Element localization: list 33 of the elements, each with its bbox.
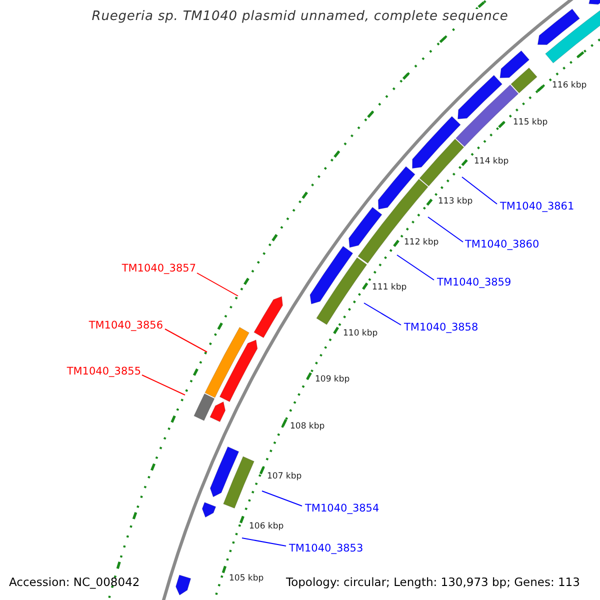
gene-label: TM1040_3854: [305, 502, 380, 516]
leader-line: [262, 490, 302, 506]
leader-line: [462, 176, 498, 204]
scale-label: 110 kbp: [343, 328, 378, 340]
gene-label: TM1040_3853: [289, 542, 364, 556]
leader-line: [164, 328, 208, 352]
scale-label: 115 kbp: [513, 118, 548, 128]
scale-label: 105 kbp: [229, 574, 264, 584]
scale-label: 108 kbp: [290, 422, 325, 432]
leader-line: [142, 374, 186, 396]
gene-label: TM1040_3859: [437, 276, 512, 290]
scale-label: 106 kbp: [249, 522, 284, 532]
scale-label: 107 kbp: [267, 472, 302, 482]
scale-label: 116 kbp: [552, 80, 587, 92]
leader-line: [428, 216, 464, 242]
leader-line: [364, 302, 402, 326]
scale-label: 113 kbp: [438, 196, 473, 208]
scale-label: 112 kbp: [404, 238, 439, 248]
scale-label: 111 kbp: [372, 282, 407, 294]
info-text: Topology: circular; Length: 130,973 bp; Genes: 113: [286, 575, 580, 589]
info-text: Accession: NC_008042: [9, 575, 140, 589]
gene-label: TM1040_3858: [404, 322, 478, 334]
gene-label: TM1040_3856: [88, 320, 163, 332]
leader-line: [196, 272, 238, 296]
map-title: Ruegeria sp. TM1040 plasmid unnamed, complete sequence: [90, 9, 510, 25]
leader-line: [396, 254, 434, 280]
gene-label: TM1040_3857: [122, 262, 196, 276]
gene-label: TM1040_3860: [465, 238, 540, 252]
scale-label: 109 kbp: [315, 374, 350, 386]
gene-label: TM1040_3855: [66, 366, 141, 378]
scale-label: 114 kbp: [474, 156, 509, 168]
leader-line: [242, 538, 286, 546]
gene-label: TM1040_3861: [500, 200, 574, 214]
